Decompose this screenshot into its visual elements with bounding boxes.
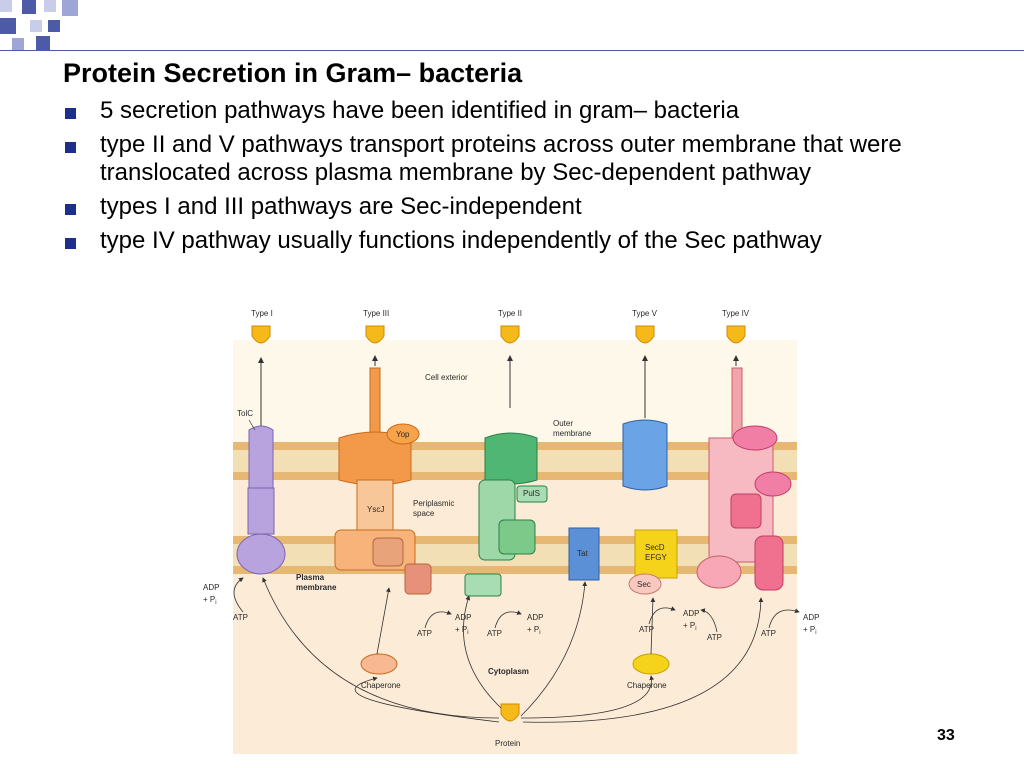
adp-label: ADP [455, 613, 471, 622]
pi-label: + Pi [527, 625, 541, 636]
type-i-tolc-complex: TolC [236, 409, 286, 575]
bullet-square-icon [65, 108, 76, 119]
type-iv-label: Type IV [722, 309, 750, 318]
cell-exterior-region [233, 340, 797, 450]
pi-subscript: i [815, 630, 816, 636]
puls-label: PulS [523, 489, 540, 498]
pi-subscript: i [539, 630, 540, 636]
outer-membrane-label-2: membrane [553, 429, 592, 438]
secd-label: SecD [645, 543, 665, 552]
type-v-autotransporter [622, 419, 668, 491]
sec-label: Sec [637, 580, 651, 589]
type-i-label: Type I [251, 309, 273, 318]
type-ii-label: Type II [498, 309, 522, 318]
tat-label: Tat [577, 549, 588, 558]
pi-label: + Pi [683, 621, 697, 632]
protein-routing-arrows [262, 577, 764, 723]
pi-subscript: i [215, 600, 216, 606]
secreted-protein-icon [251, 325, 271, 344]
pi-text: + P [527, 625, 539, 634]
bullet-text: types I and III pathways are Sec-indepen… [100, 193, 582, 220]
pi-subscript: i [467, 630, 468, 636]
type-ii-secretion-complex: PulS [464, 432, 548, 597]
header-rule [0, 50, 1024, 51]
yop-label: Yop [396, 430, 410, 439]
atp-label: ATP [707, 633, 722, 642]
pi-label: + Pi [455, 625, 469, 636]
secreted-protein-icon [726, 325, 746, 344]
secreted-protein-icon [500, 325, 520, 344]
periplasmic-label-2: space [413, 509, 435, 518]
efgy-label: EFGY [645, 553, 667, 562]
secreted-protein-icon [635, 325, 655, 344]
secretion-pathways-diagram: Type I Type III Type II Type V Type IV C… [203, 309, 819, 754]
sec-translocon: SecD EFGY Sec [628, 529, 678, 595]
bullet-square-icon [65, 238, 76, 249]
pi-text: + P [455, 625, 467, 634]
chaperone-left: Chaperone [360, 653, 401, 690]
outer-membrane-label-1: Outer [553, 419, 573, 428]
atp-label: ATP [233, 613, 248, 622]
bullet-text: type II and V pathways transport protein… [100, 131, 902, 186]
periplasmic-label-1: Periplasmic [413, 499, 454, 508]
pi-subscript: i [695, 626, 696, 632]
yscj-label: YscJ [367, 505, 384, 514]
bullet-item: type IV pathway usually functions indepe… [63, 227, 983, 255]
type-v-label: Type V [632, 309, 658, 318]
corner-decoration [0, 0, 90, 70]
type-iii-secretion-complex: Yop YscJ [334, 367, 432, 595]
tolc-label: TolC [237, 409, 253, 418]
type-iii-label: Type III [363, 309, 389, 318]
pi-label: + Pi [803, 625, 817, 636]
secreted-protein-icon [365, 325, 385, 344]
adp-label: ADP [203, 583, 219, 592]
adp-label: ADP [527, 613, 543, 622]
atp-label: ATP [639, 625, 654, 634]
adp-label: ADP [683, 609, 699, 618]
bullet-list: 5 secretion pathways have been identifie… [63, 97, 983, 261]
plasma-membrane-label-2: membrane [296, 583, 337, 592]
pi-text: + P [203, 595, 215, 604]
bullet-text: 5 secretion pathways have been identifie… [100, 97, 740, 124]
atp-hydrolysis-arrows [233, 577, 800, 633]
bullet-text: type IV pathway usually functions indepe… [100, 227, 822, 254]
pi-text: + P [683, 621, 695, 630]
plasma-membrane-label-1: Plasma [296, 573, 325, 582]
bullet-item: 5 secretion pathways have been identifie… [63, 97, 983, 125]
bullet-item: types I and III pathways are Sec-indepen… [63, 193, 983, 221]
pi-label: + Pi [203, 595, 217, 606]
protein-label: Protein [495, 739, 520, 748]
adp-label: ADP [803, 613, 819, 622]
cell-exterior-label: Cell exterior [425, 373, 468, 382]
atp-label: ATP [417, 629, 432, 638]
cytoplasmic-protein: Protein [495, 703, 520, 748]
chaperone-left-label: Chaperone [361, 681, 401, 690]
atp-label: ATP [487, 629, 502, 638]
type-iv-secretion-complex [696, 367, 792, 591]
pi-text: + P [803, 625, 815, 634]
slide-title: Protein Secretion in Gram– bacteria [63, 58, 523, 88]
bullet-square-icon [65, 204, 76, 215]
bullet-item: type II and V pathways transport protein… [63, 131, 983, 187]
page-number: 33 [937, 727, 955, 744]
tat-translocase: Tat [568, 527, 600, 581]
bullet-square-icon [65, 142, 76, 153]
atp-label: ATP [761, 629, 776, 638]
chaperone-right-label: Chaperone [627, 681, 667, 690]
energy-annotations: ADP + Pi ATP ATP ADP + Pi ATP ADP + Pi A… [203, 583, 819, 642]
cytoplasm-label: Cytoplasm [488, 667, 529, 676]
